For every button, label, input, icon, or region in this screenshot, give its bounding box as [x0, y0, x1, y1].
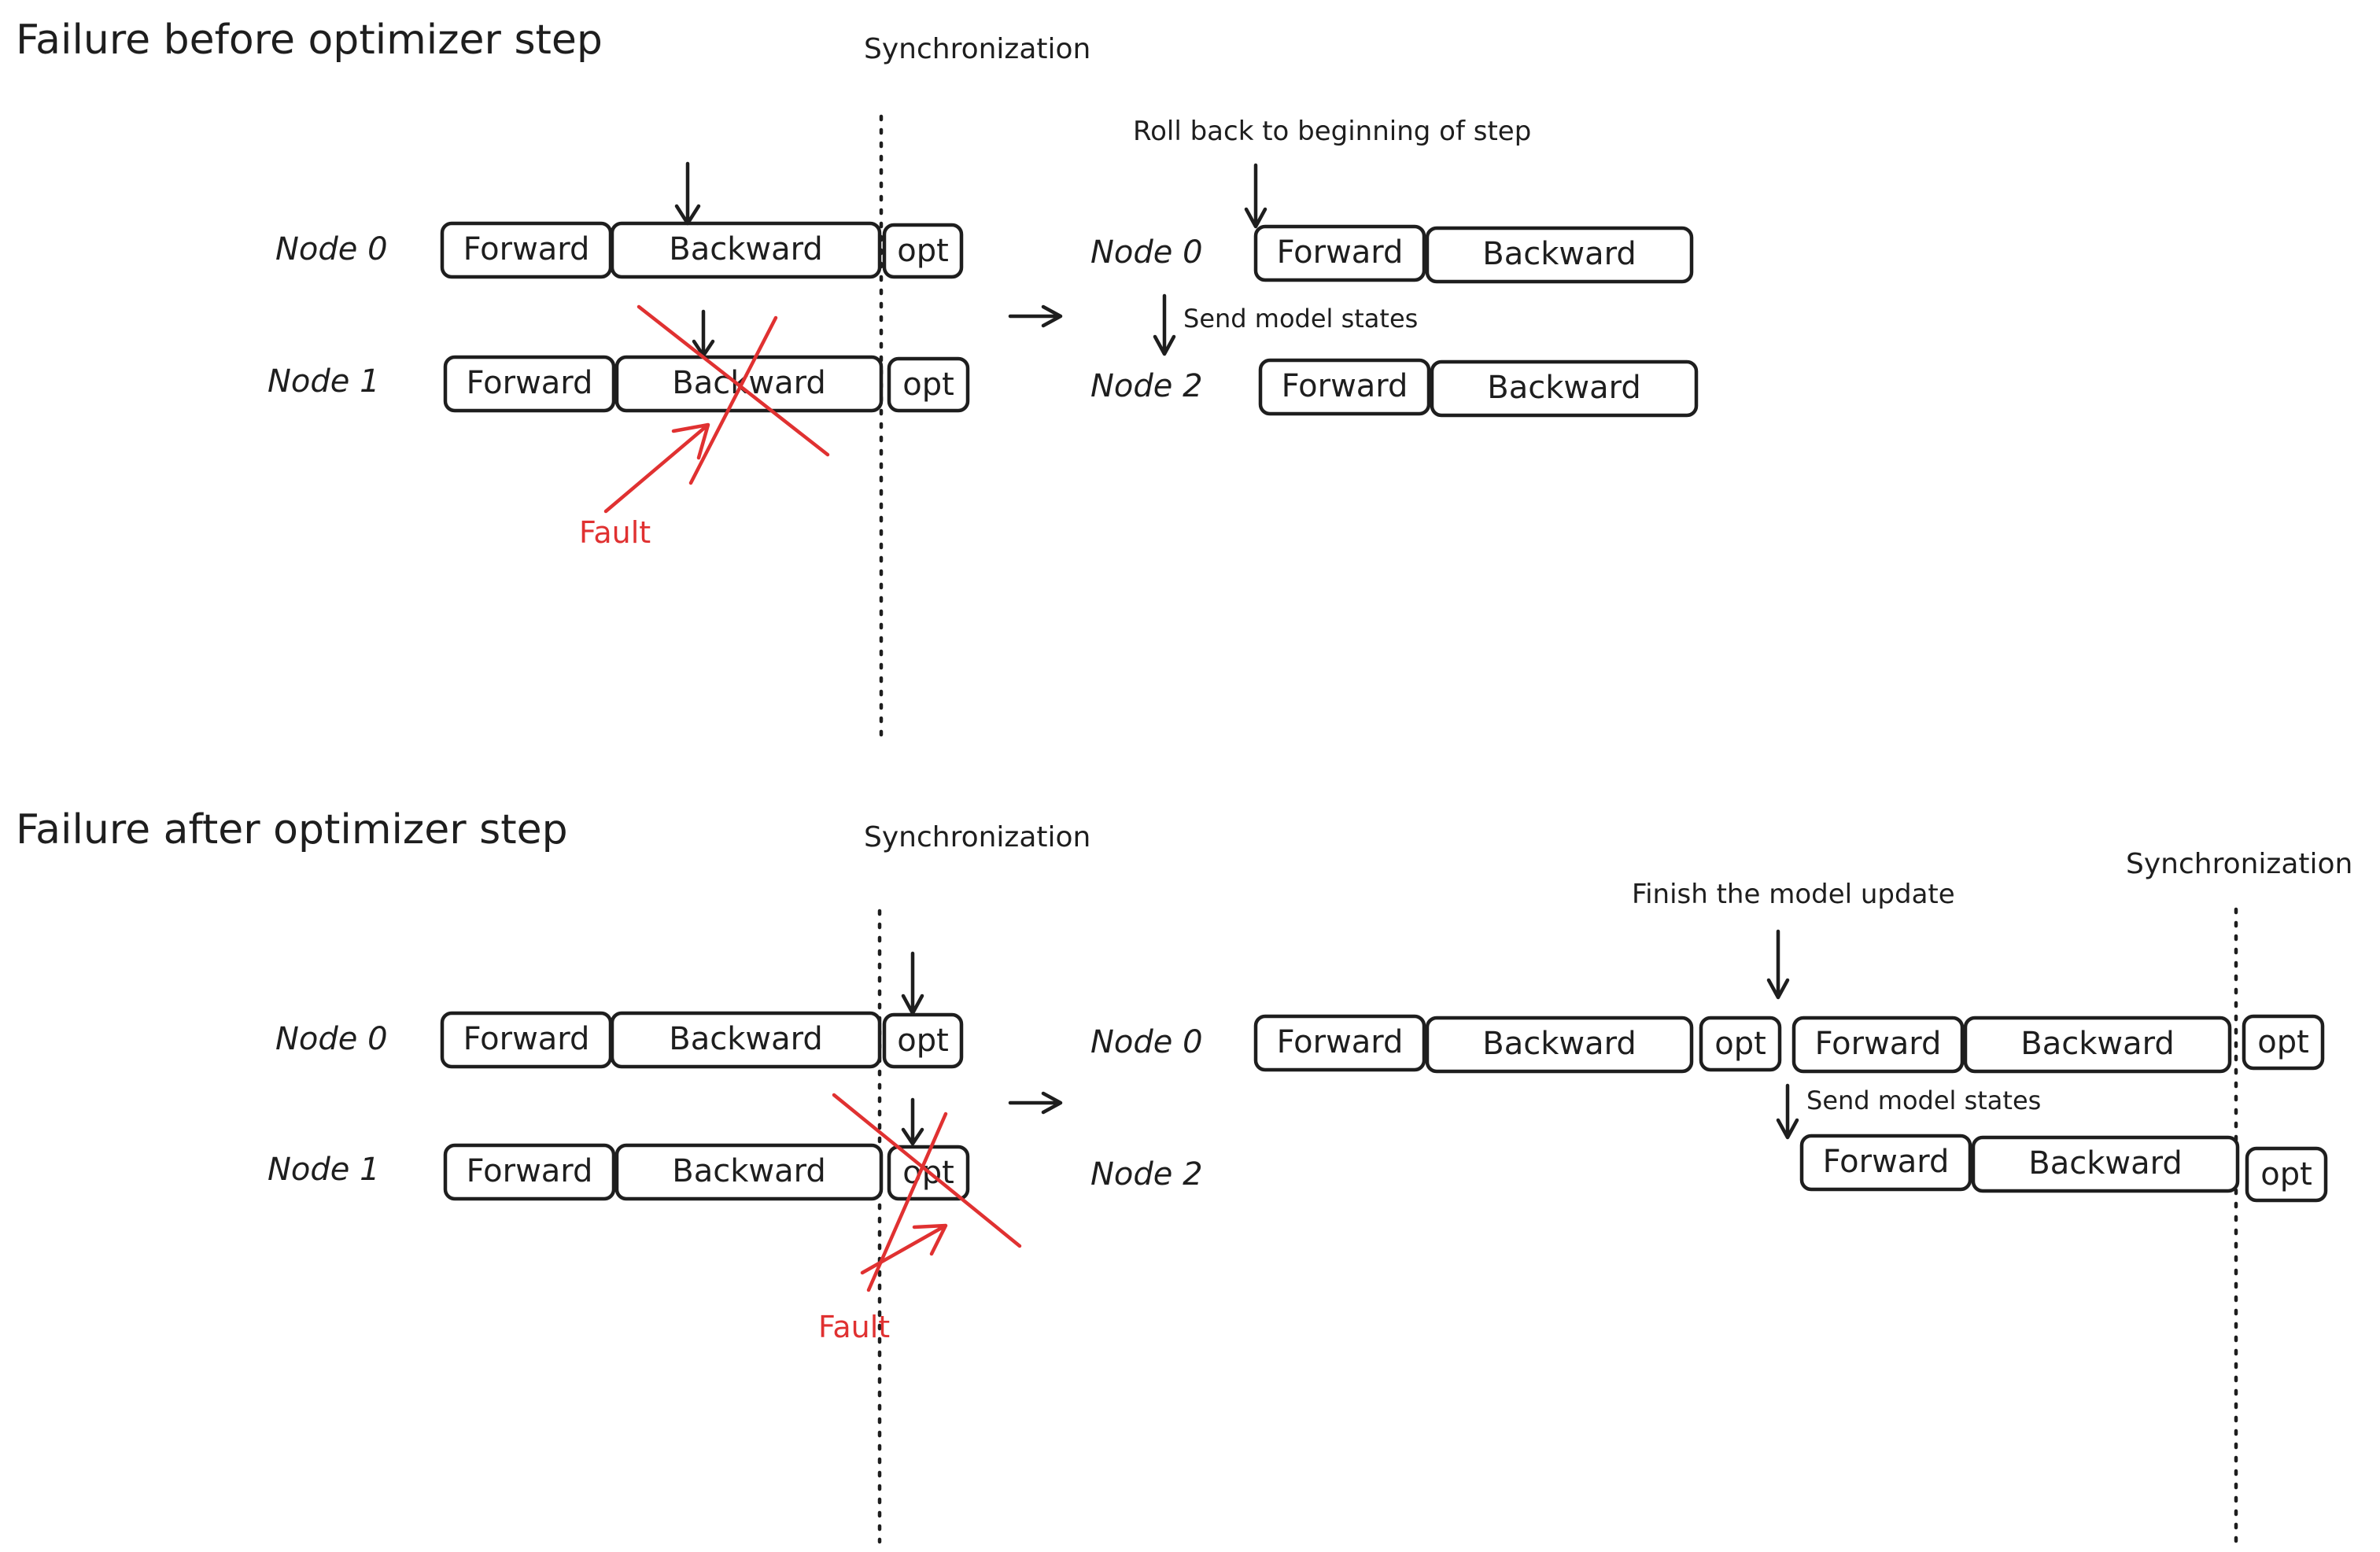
send-states-label: Send model states: [1806, 1086, 2041, 1115]
node-label: Node 0: [1090, 234, 1203, 271]
right-arrow-icon: [1008, 304, 1063, 328]
backward-block: [610, 1011, 882, 1069]
block-label: Backward: [672, 1153, 825, 1189]
down-arrow-icon: [901, 1097, 924, 1146]
sync-label-bottom: Synchronization: [864, 821, 1090, 853]
backward-block: [610, 221, 882, 279]
block-label: Forward: [463, 1021, 590, 1057]
timeline-row: Forward Backward opt: [1799, 1134, 2328, 1203]
block-label: opt: [897, 233, 949, 269]
forward-block: [1799, 1134, 1972, 1192]
opt-block: [1699, 1016, 1782, 1072]
opt-block: [2245, 1146, 2328, 1203]
send-states-label: Send model states: [1183, 304, 1418, 334]
node-label: Node 0: [275, 1021, 388, 1057]
sync-label-right: Synchronization: [2126, 848, 2352, 880]
backward-block: [1963, 1016, 2232, 1074]
annotation-label: Roll back to beginning of step: [1133, 116, 1531, 147]
opt-block: [2242, 1014, 2325, 1071]
block-label: opt: [2257, 1024, 2309, 1060]
block-label: Forward: [463, 231, 590, 267]
down-arrow-icon: [674, 161, 701, 226]
forward-block: [1791, 1016, 1965, 1074]
block-label: Forward: [467, 1153, 593, 1189]
block-label: Forward: [467, 365, 593, 401]
backward-block: [1425, 1016, 1694, 1074]
backward-block: [1971, 1135, 2240, 1193]
node-label: Node 0: [275, 231, 388, 267]
opt-block: [882, 1012, 964, 1069]
forward-block: [1258, 358, 1431, 416]
opt-block: [887, 356, 970, 413]
section-failure-after-optimizer: Failure after optimizer step Synchroniza…: [16, 806, 2352, 1544]
node-label: Node 0: [1090, 1024, 1203, 1060]
timeline-row: Forward Backward opt: [443, 355, 970, 413]
cross-out-icon: [637, 304, 830, 485]
fault-label: Fault: [579, 515, 651, 550]
down-arrow-icon: [1776, 1083, 1799, 1140]
backward-block: [1425, 226, 1694, 284]
section-title-before: Failure before optimizer step: [16, 17, 603, 64]
timeline-row: Forward Backward opt: [443, 1143, 970, 1201]
block-label: Backward: [669, 1021, 822, 1057]
backward-block: [1430, 359, 1699, 418]
node-label: Node 1: [268, 1152, 380, 1188]
fault-label: Fault: [818, 1310, 890, 1344]
block-label: Backward: [669, 231, 822, 267]
block-label: Backward: [1482, 236, 1636, 272]
block-label: Forward: [1823, 1144, 1950, 1180]
block-label: Forward: [1277, 1024, 1404, 1060]
node-label: Node 1: [268, 363, 380, 400]
block-label: Backward: [2028, 1145, 2182, 1182]
fault-arrow-icon: [603, 422, 710, 514]
annotation-label: Finish the model update: [1632, 879, 1955, 910]
block-label: Forward: [1277, 234, 1404, 271]
down-arrow-icon: [1244, 163, 1267, 229]
block-label: opt: [1714, 1026, 1766, 1062]
forward-block: [1253, 1014, 1426, 1072]
timeline-row: Forward Backward opt: [440, 1011, 964, 1069]
forward-block: [443, 1143, 616, 1201]
section-failure-before-optimizer: Failure before optimizer step Synchroniz…: [16, 17, 1699, 742]
right-arrow-icon: [1008, 1091, 1063, 1115]
down-arrow-icon: [1153, 293, 1176, 356]
timeline-row: Forward Backward: [1258, 358, 1699, 418]
down-arrow-icon: [692, 309, 715, 358]
forward-block: [1253, 224, 1426, 282]
fault-arrow-icon: [860, 1223, 948, 1275]
forward-block: [443, 355, 616, 413]
block-label: Backward: [2020, 1026, 2174, 1062]
block-label: opt: [2260, 1156, 2312, 1193]
block-label: Forward: [1282, 368, 1408, 404]
backward-block: [614, 1143, 884, 1201]
block-label: Backward: [1487, 370, 1640, 406]
timeline-row: Forward Backward: [1253, 224, 1694, 284]
block-label: Backward: [1482, 1026, 1636, 1062]
section-title-after: Failure after optimizer step: [16, 806, 568, 853]
block-label: opt: [902, 367, 954, 403]
block-label: opt: [897, 1023, 949, 1059]
backward-block: [614, 355, 884, 413]
down-arrow-icon: [901, 951, 924, 1016]
timeline-row: Forward Backward opt Forward Backward op…: [1253, 1014, 2325, 1074]
down-arrow-icon: [1766, 929, 1790, 1000]
sync-label-top: Synchronization: [864, 33, 1090, 65]
block-label: Forward: [1815, 1026, 1942, 1062]
node-label: Node 2: [1090, 1156, 1203, 1193]
opt-block: [882, 223, 964, 279]
node-label: Node 2: [1090, 368, 1203, 404]
timeline-row: Forward Backward opt: [440, 221, 964, 279]
